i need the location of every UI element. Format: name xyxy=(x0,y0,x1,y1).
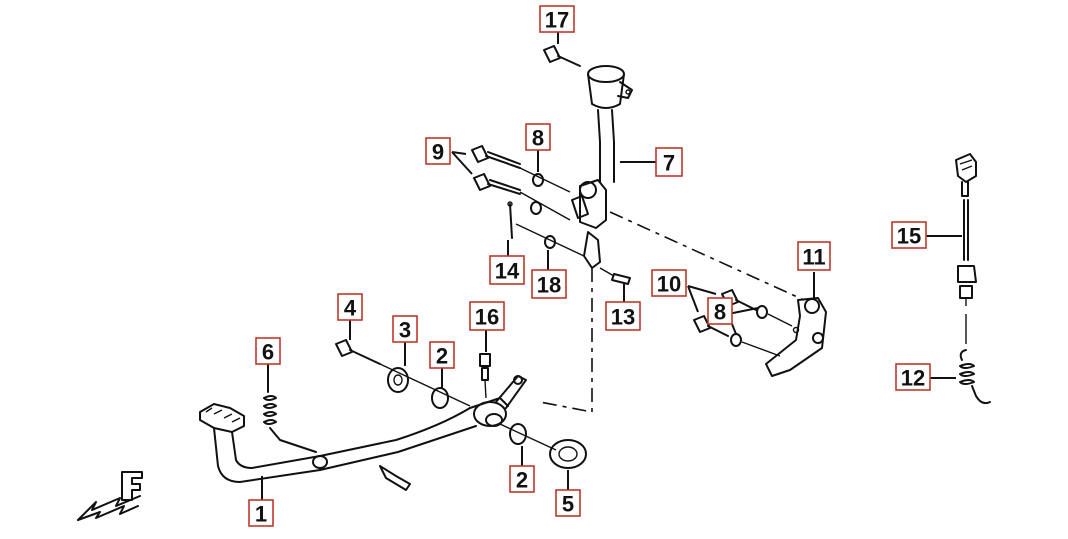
leader-lines xyxy=(261,32,962,500)
callout-part-16[interactable]: 16 xyxy=(469,301,505,331)
callout-part-12[interactable]: 12 xyxy=(895,363,931,391)
pivot-bolt-4 xyxy=(335,339,381,365)
reservoir-bolt-17 xyxy=(543,45,581,67)
washer-2-upper xyxy=(431,387,449,409)
center-line-link xyxy=(539,268,593,413)
cotter-pin-14 xyxy=(507,201,513,239)
brake-pedal-part xyxy=(199,375,527,491)
callout-label: 15 xyxy=(897,224,921,249)
callout-part-6[interactable]: 6 xyxy=(255,337,281,365)
grease-nipple-16 xyxy=(479,353,491,399)
callout-part-10[interactable]: 10 xyxy=(651,269,687,297)
callout-part-4[interactable]: 4 xyxy=(337,293,363,321)
washer-18 xyxy=(544,235,556,249)
callout-part-1[interactable]: 1 xyxy=(248,499,274,527)
callout-label: 3 xyxy=(399,318,411,343)
callout-label: 1 xyxy=(255,502,267,527)
callout-part-18[interactable]: 18 xyxy=(531,269,567,299)
callout-label: 9 xyxy=(432,140,444,165)
callout-label: 13 xyxy=(611,305,635,330)
washers-8-upper xyxy=(530,173,544,215)
front-direction-marker: F xyxy=(77,471,143,521)
master-cylinder-7 xyxy=(571,65,633,269)
return-spring-6 xyxy=(263,385,317,453)
callout-part-8-upper[interactable]: 8 xyxy=(525,123,551,151)
brake-light-switch-15 xyxy=(955,153,977,344)
callouts: 1 2 2 3 4 5 6 7 xyxy=(248,5,931,527)
callout-label: 2 xyxy=(516,468,528,493)
callout-part-11[interactable]: 11 xyxy=(797,241,831,271)
callout-label: 10 xyxy=(657,272,681,297)
callout-part-2-lower[interactable]: 2 xyxy=(509,465,535,493)
callout-part-7[interactable]: 7 xyxy=(655,147,683,177)
callout-part-3[interactable]: 3 xyxy=(392,315,418,343)
callout-part-17[interactable]: 17 xyxy=(539,5,575,33)
callout-label: 18 xyxy=(537,273,561,298)
callout-part-15[interactable]: 15 xyxy=(891,221,927,249)
callout-part-8-bracket[interactable]: 8 xyxy=(707,297,733,325)
callout-label: 11 xyxy=(802,245,825,270)
center-line-mount xyxy=(609,211,805,301)
callout-label: 6 xyxy=(262,340,274,365)
washer-2-lower xyxy=(509,423,527,445)
callout-part-2-upper[interactable]: 2 xyxy=(429,341,455,369)
callout-label: 2 xyxy=(436,344,448,369)
callout-label: 8 xyxy=(532,126,544,151)
switch-spring-12 xyxy=(959,349,991,405)
callout-label: 12 xyxy=(901,366,925,391)
callout-part-14[interactable]: 14 xyxy=(489,255,525,285)
bolts-9 xyxy=(471,145,521,195)
callout-label: 8 xyxy=(714,300,726,325)
callout-label: 16 xyxy=(475,305,499,330)
washer-3 xyxy=(387,367,409,393)
clevis-pin-13 xyxy=(599,267,631,285)
mounting-bracket-11 xyxy=(765,297,827,377)
callout-label: 4 xyxy=(344,296,357,321)
callout-label: 5 xyxy=(562,492,574,517)
callout-label: 17 xyxy=(545,8,569,33)
washer-5 xyxy=(549,439,587,469)
callout-part-13[interactable]: 13 xyxy=(605,301,641,331)
callout-part-9[interactable]: 9 xyxy=(425,137,451,165)
callout-part-5[interactable]: 5 xyxy=(555,489,581,517)
callout-label: 14 xyxy=(495,259,520,284)
callout-label: 7 xyxy=(663,151,675,176)
